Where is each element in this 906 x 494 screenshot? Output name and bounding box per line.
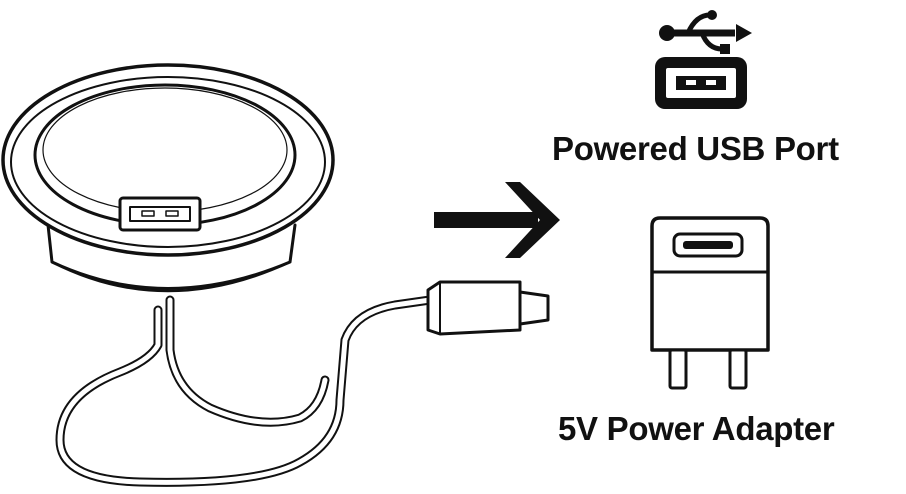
usb-port-label: Powered USB Port bbox=[552, 130, 839, 167]
power-adapter-label: 5V Power Adapter bbox=[558, 410, 835, 447]
arrow-right-icon bbox=[434, 182, 560, 258]
usb-cable-icon bbox=[55, 280, 550, 487]
desk-grommet-usb-hub-icon bbox=[1, 63, 335, 293]
power-adapter-icon bbox=[650, 216, 770, 390]
usb-port-icon bbox=[655, 57, 747, 109]
usb-symbol-icon bbox=[659, 10, 752, 54]
